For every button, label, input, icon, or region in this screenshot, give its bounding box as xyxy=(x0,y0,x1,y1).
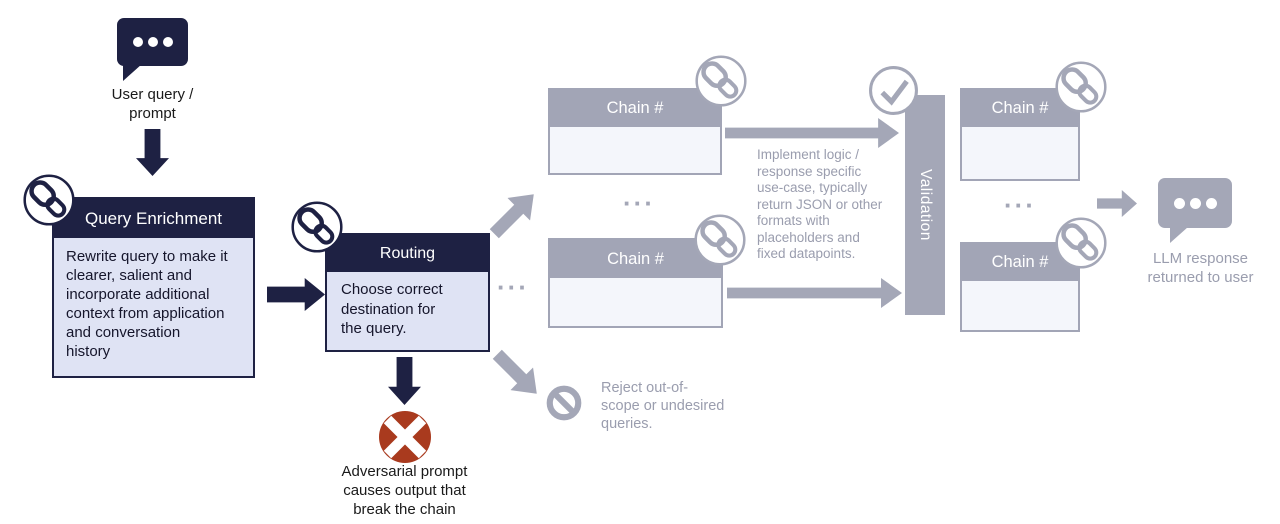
chain-box-bottom-left: Chain # xyxy=(548,238,723,328)
arrow-right-icon xyxy=(727,278,902,308)
adversarial-note: Adversarial prompt causes output that br… xyxy=(341,463,468,518)
query-enrichment-box: Query Enrichment Rewrite query to make i… xyxy=(52,197,255,378)
arrow-down-icon xyxy=(388,357,421,405)
query-enrichment-body: Rewrite query to make it clearer, salien… xyxy=(66,248,228,360)
arrow-right-icon xyxy=(1097,190,1137,217)
validation-bar: Validation xyxy=(905,95,945,315)
chain-title: Chain # xyxy=(550,240,721,278)
llm-chat-bubble-icon xyxy=(1158,178,1232,243)
bubble-dot xyxy=(147,37,158,47)
user-query-label: User query / prompt xyxy=(111,86,194,122)
routing-body: Choose correct destination for the query… xyxy=(341,281,443,337)
llm-response-label: LLM response returned to user xyxy=(1147,250,1254,286)
ellipsis-routing: ··· xyxy=(497,272,529,302)
query-enrichment-title: Query Enrichment xyxy=(54,199,253,238)
bubble-tail xyxy=(1170,227,1188,243)
arrow-up-right-icon xyxy=(483,183,545,245)
chain-title: Chain # xyxy=(962,90,1078,127)
chain-link-icon xyxy=(695,55,747,107)
user-chat-bubble-icon xyxy=(117,18,188,81)
arrow-right-icon xyxy=(725,118,899,148)
chain-title: Chain # xyxy=(550,90,720,127)
routing-box: Routing Choose correct destination for t… xyxy=(325,233,490,352)
implement-logic-note: Implement logic / response specific use-… xyxy=(757,147,883,261)
bubble-dot xyxy=(162,37,173,47)
arrow-right-icon xyxy=(267,278,325,311)
arrow-down-right-icon xyxy=(486,343,548,405)
chain-link-icon xyxy=(1055,61,1107,113)
chain-link-icon xyxy=(1055,217,1107,269)
bubble-dot xyxy=(132,37,143,47)
ellipsis-right-chains: ··· xyxy=(1004,190,1036,220)
validation-label: Validation xyxy=(917,169,934,241)
reject-note: Reject out-of- scope or undesired querie… xyxy=(601,380,725,432)
bubble-dot xyxy=(1205,197,1217,209)
chain-box-top-left: Chain # xyxy=(548,88,722,175)
chain-link-icon xyxy=(291,201,343,253)
bubble-tail xyxy=(123,64,142,81)
error-x-icon xyxy=(379,411,431,463)
routing-title: Routing xyxy=(327,235,488,272)
prohibition-icon xyxy=(546,385,582,421)
ellipsis-left-chains: ··· xyxy=(623,188,655,218)
chain-link-icon xyxy=(23,174,75,226)
chain-box-top-right: Chain # xyxy=(960,88,1080,181)
arrow-down-icon xyxy=(136,129,169,176)
bubble-dot xyxy=(1173,197,1185,209)
chain-link-icon xyxy=(694,214,746,266)
check-icon xyxy=(869,66,918,115)
bubble-dot xyxy=(1189,197,1201,209)
